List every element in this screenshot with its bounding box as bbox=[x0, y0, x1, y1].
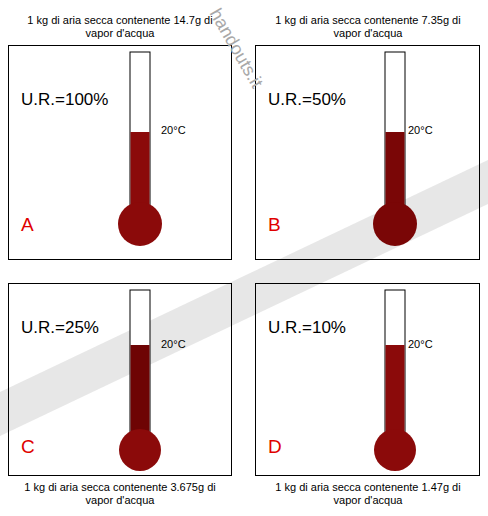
humidity-label: U.R.=25% bbox=[21, 318, 99, 338]
panel-letter: B bbox=[268, 214, 281, 236]
temperature-label: 20°C bbox=[161, 338, 186, 350]
watermark-band bbox=[0, 160, 488, 436]
caption-text: 1 kg di aria secca contenente 14.7g di v… bbox=[15, 14, 225, 40]
panel-letter: A bbox=[21, 214, 34, 236]
panel-box: 1 kg di aria secca contenente 1.47g di v… bbox=[255, 283, 480, 476]
panel-box: 1 kg di aria secca contenente 7.35g di v… bbox=[255, 45, 480, 260]
humidity-label: U.R.=10% bbox=[268, 318, 346, 338]
humidity-label: U.R.=100% bbox=[21, 90, 108, 110]
temperature-label: 20°C bbox=[408, 338, 433, 350]
caption-text: 1 kg di aria secca contenente 7.35g di v… bbox=[263, 14, 473, 40]
panel-letter: D bbox=[268, 436, 282, 458]
panel-box: 1 kg di aria secca contenente 3.675g di … bbox=[8, 283, 232, 476]
thermometer bbox=[118, 52, 162, 246]
caption-text: 1 kg di aria secca contenente 3.675g di … bbox=[15, 481, 225, 507]
watermark: handouts.it bbox=[205, 5, 267, 92]
thermometer bbox=[119, 290, 161, 471]
panel-letter: C bbox=[21, 436, 35, 458]
caption-text: 1 kg di aria secca contenente 1.47g di v… bbox=[263, 481, 473, 507]
temperature-label: 20°C bbox=[161, 124, 186, 136]
humidity-label: U.R.=50% bbox=[268, 90, 346, 110]
panel-box: 1 kg di aria secca contenente 14.7g di v… bbox=[8, 45, 232, 260]
temperature-label: 20°C bbox=[408, 124, 433, 136]
thermometer bbox=[374, 290, 416, 471]
thermometer bbox=[373, 52, 417, 246]
